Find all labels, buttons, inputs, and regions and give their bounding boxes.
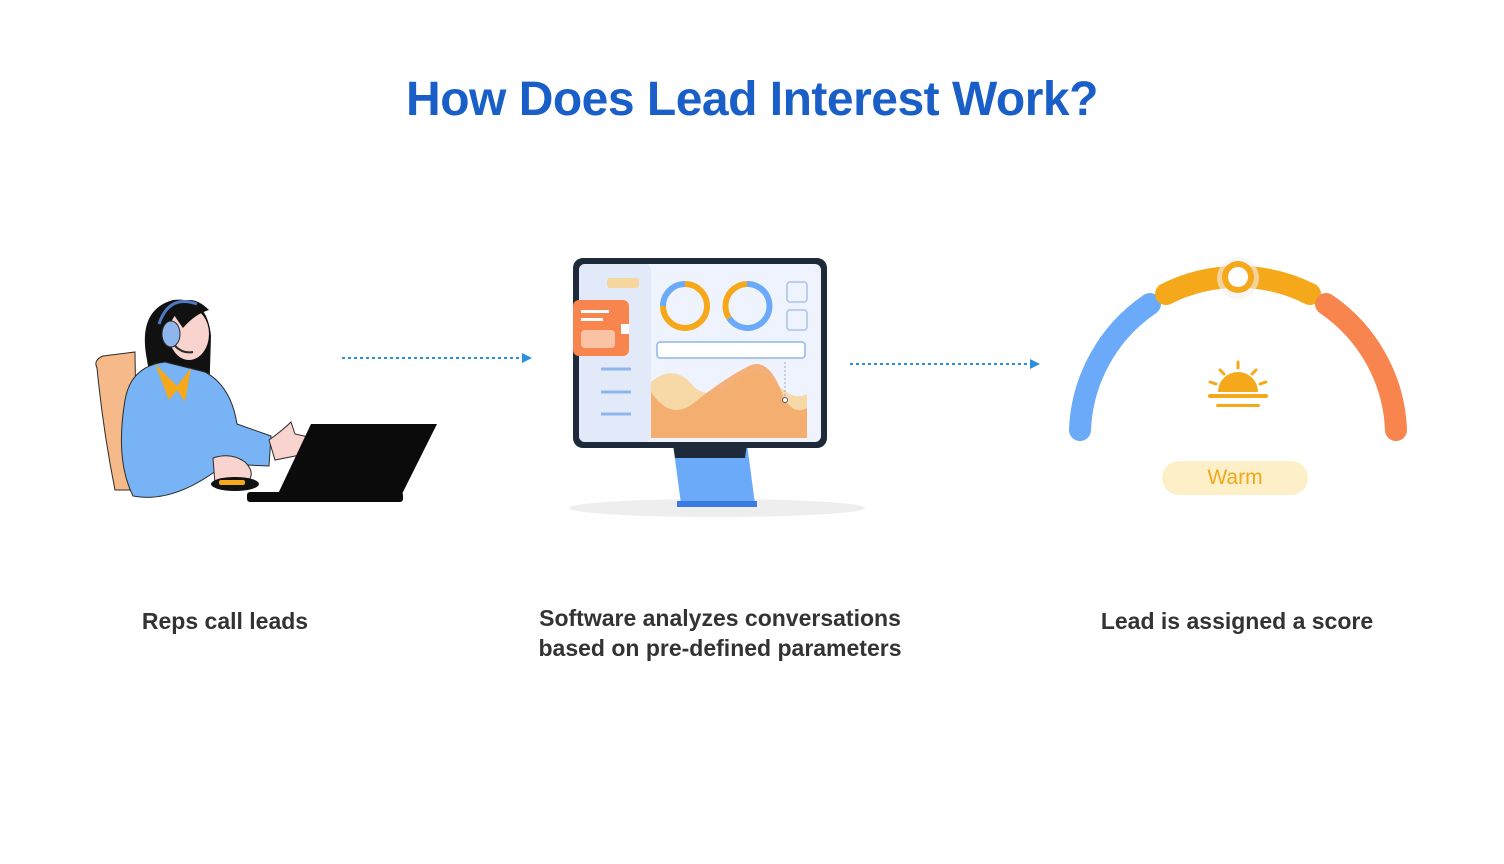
gauge-cold-segment <box>1069 293 1161 441</box>
caption-line: Software analyzes conversations <box>539 605 901 631</box>
score-badge: Warm <box>1162 461 1308 495</box>
rep-on-call-icon <box>95 299 437 502</box>
caption-line: Reps call leads <box>141 608 309 634</box>
gauge-hot-segment <box>1315 293 1407 441</box>
flow-arrow-icon <box>850 359 1040 369</box>
flow-arrow-icon <box>342 353 532 363</box>
caption-line: based on pre-defined parameters <box>538 635 902 661</box>
step-caption-2: Software analyzes conversations based on… <box>480 603 960 663</box>
analytics-monitor-icon <box>569 258 865 517</box>
step-caption-3: Lead is assigned a score <box>1060 606 1414 636</box>
page-title: How Does Lead Interest Work? <box>406 73 1098 126</box>
caption-line: Lead is assigned a score <box>1100 608 1374 634</box>
score-gauge-icon <box>1069 257 1407 441</box>
step-caption-1: Reps call leads <box>60 606 390 636</box>
sun-icon <box>1208 360 1268 407</box>
